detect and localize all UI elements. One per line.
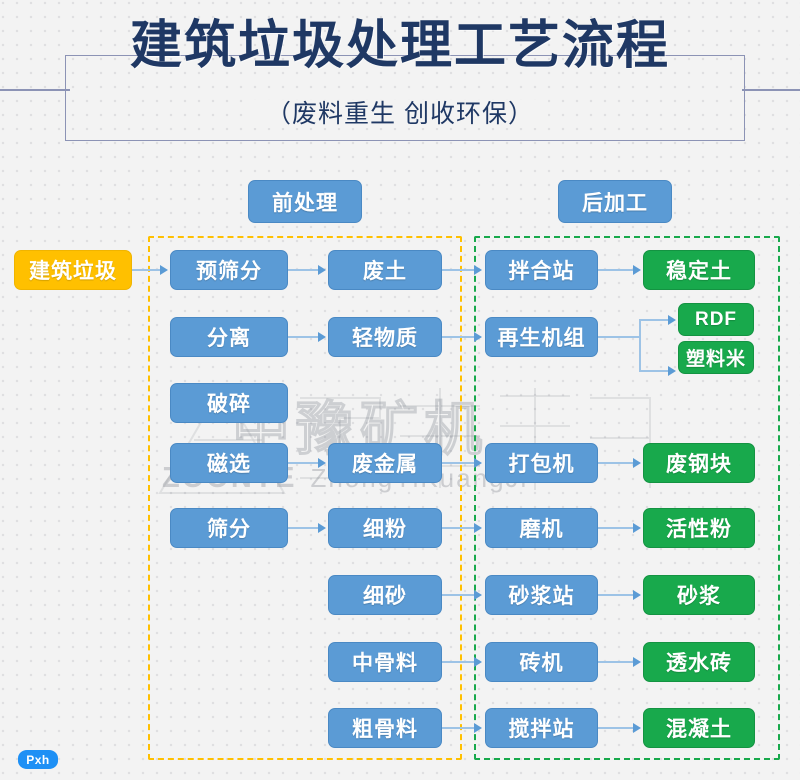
connector-recycling-unit-riser (639, 319, 641, 371)
node-brick-machine[interactable]: 砖机 (485, 642, 598, 682)
connector-recycling-unit-to-rdf (639, 319, 670, 321)
node-mixing-station[interactable]: 拌合站 (485, 250, 598, 290)
node-light-material[interactable]: 轻物质 (328, 317, 442, 357)
node-mortar-station[interactable]: 砂浆站 (485, 575, 598, 615)
connector-batching-plant-to-concrete (598, 727, 635, 729)
pxh-watermark-badge: Pxh (18, 750, 58, 769)
node-magnetic-separation[interactable]: 磁选 (170, 443, 288, 483)
arrowhead-plastic-pellets (668, 366, 676, 376)
connector-coarse-aggregate-to-batching-plant (442, 727, 476, 729)
arrowhead-permeable-brick (633, 657, 641, 667)
node-crushing[interactable]: 破碎 (170, 383, 288, 423)
connector-pre-screening-to-waste-soil (288, 269, 320, 271)
connector-waste-soil-to-mixing-station (442, 269, 476, 271)
node-scrap-metal[interactable]: 废金属 (328, 443, 442, 483)
connector-scrap-metal-to-baler (442, 462, 476, 464)
connector-separation-to-light-material (288, 336, 320, 338)
page-header: 建筑垃圾处理工艺流程 （废料重生 创收环保） (0, 0, 800, 152)
node-waste-soil[interactable]: 废土 (328, 250, 442, 290)
node-rdf[interactable]: RDF (678, 303, 754, 336)
node-fine-powder[interactable]: 细粉 (328, 508, 442, 548)
node-concrete-batching-plant[interactable]: 搅拌站 (485, 708, 598, 748)
arrowhead-concrete (633, 723, 641, 733)
node-scrap-steel[interactable]: 废钢块 (643, 443, 755, 483)
arrowhead-light-material (318, 332, 326, 342)
node-active-powder[interactable]: 活性粉 (643, 508, 755, 548)
node-baler[interactable]: 打包机 (485, 443, 598, 483)
page-subtitle: （废料重生 创收环保） (0, 97, 800, 131)
connector-recycling-unit-trunk (598, 336, 640, 338)
page-subtitle-text: （废料重生 创收环保） (252, 100, 548, 128)
connector-light-material-to-recycling-unit (442, 336, 476, 338)
node-grinding-mill[interactable]: 磨机 (485, 508, 598, 548)
arrowhead-baler (474, 458, 482, 468)
header-rule-left (0, 89, 70, 91)
page-title: 建筑垃圾处理工艺流程 (129, 17, 670, 75)
region-header-post-processing[interactable]: 后加工 (558, 180, 672, 223)
connector-magnetic-separation-to-scrap-metal (288, 462, 320, 464)
node-permeable-brick[interactable]: 透水砖 (643, 642, 755, 682)
arrowhead-pre-screening (160, 265, 168, 275)
header-rule-right (742, 89, 800, 91)
node-pre-screening[interactable]: 预筛分 (170, 250, 288, 290)
connector-mortar-station-to-mortar (598, 594, 635, 596)
region-pre-processing (148, 236, 462, 760)
connector-baler-to-scrap-steel (598, 462, 635, 464)
node-source-construction-waste[interactable]: 建筑垃圾 (14, 250, 132, 290)
arrowhead-mortar-station (474, 590, 482, 600)
arrowhead-recycling-unit (474, 332, 482, 342)
arrowhead-batching-plant (474, 723, 482, 733)
node-screening[interactable]: 筛分 (170, 508, 288, 548)
connector-fine-sand-to-mortar-station (442, 594, 476, 596)
arrowhead-scrap-metal (318, 458, 326, 468)
arrowhead-active-powder (633, 523, 641, 533)
node-concrete[interactable]: 混凝土 (643, 708, 755, 748)
connector-brick-machine-to-permeable-brick (598, 661, 635, 663)
arrowhead-stabilized-soil (633, 265, 641, 275)
connector-recycling-unit-to-plastic-pellets (639, 370, 670, 372)
header-frame (65, 55, 745, 141)
region-post-processing (474, 236, 780, 760)
node-separation[interactable]: 分离 (170, 317, 288, 357)
connector-source-to-pre-screening (132, 269, 162, 271)
arrowhead-grinding-mill (474, 523, 482, 533)
arrowhead-brick-machine (474, 657, 482, 667)
arrowhead-fine-powder (318, 523, 326, 533)
connector-mixing-station-to-stabilized-soil (598, 269, 635, 271)
node-medium-aggregate[interactable]: 中骨料 (328, 642, 442, 682)
arrowhead-mixing-station (474, 265, 482, 275)
region-header-pre-processing[interactable]: 前处理 (248, 180, 362, 223)
node-recycling-unit[interactable]: 再生机组 (485, 317, 598, 357)
connector-medium-aggregate-to-brick-machine (442, 661, 476, 663)
node-coarse-aggregate[interactable]: 粗骨料 (328, 708, 442, 748)
connector-screening-to-fine-powder (288, 527, 320, 529)
node-fine-sand[interactable]: 细砂 (328, 575, 442, 615)
connector-fine-powder-to-grinding-mill (442, 527, 476, 529)
node-mortar[interactable]: 砂浆 (643, 575, 755, 615)
arrowhead-mortar (633, 590, 641, 600)
node-stabilized-soil[interactable]: 稳定土 (643, 250, 755, 290)
node-plastic-pellets[interactable]: 塑料米 (678, 341, 754, 374)
connector-grinding-mill-to-active-powder (598, 527, 635, 529)
arrowhead-scrap-steel (633, 458, 641, 468)
arrowhead-rdf (668, 315, 676, 325)
arrowhead-waste-soil (318, 265, 326, 275)
